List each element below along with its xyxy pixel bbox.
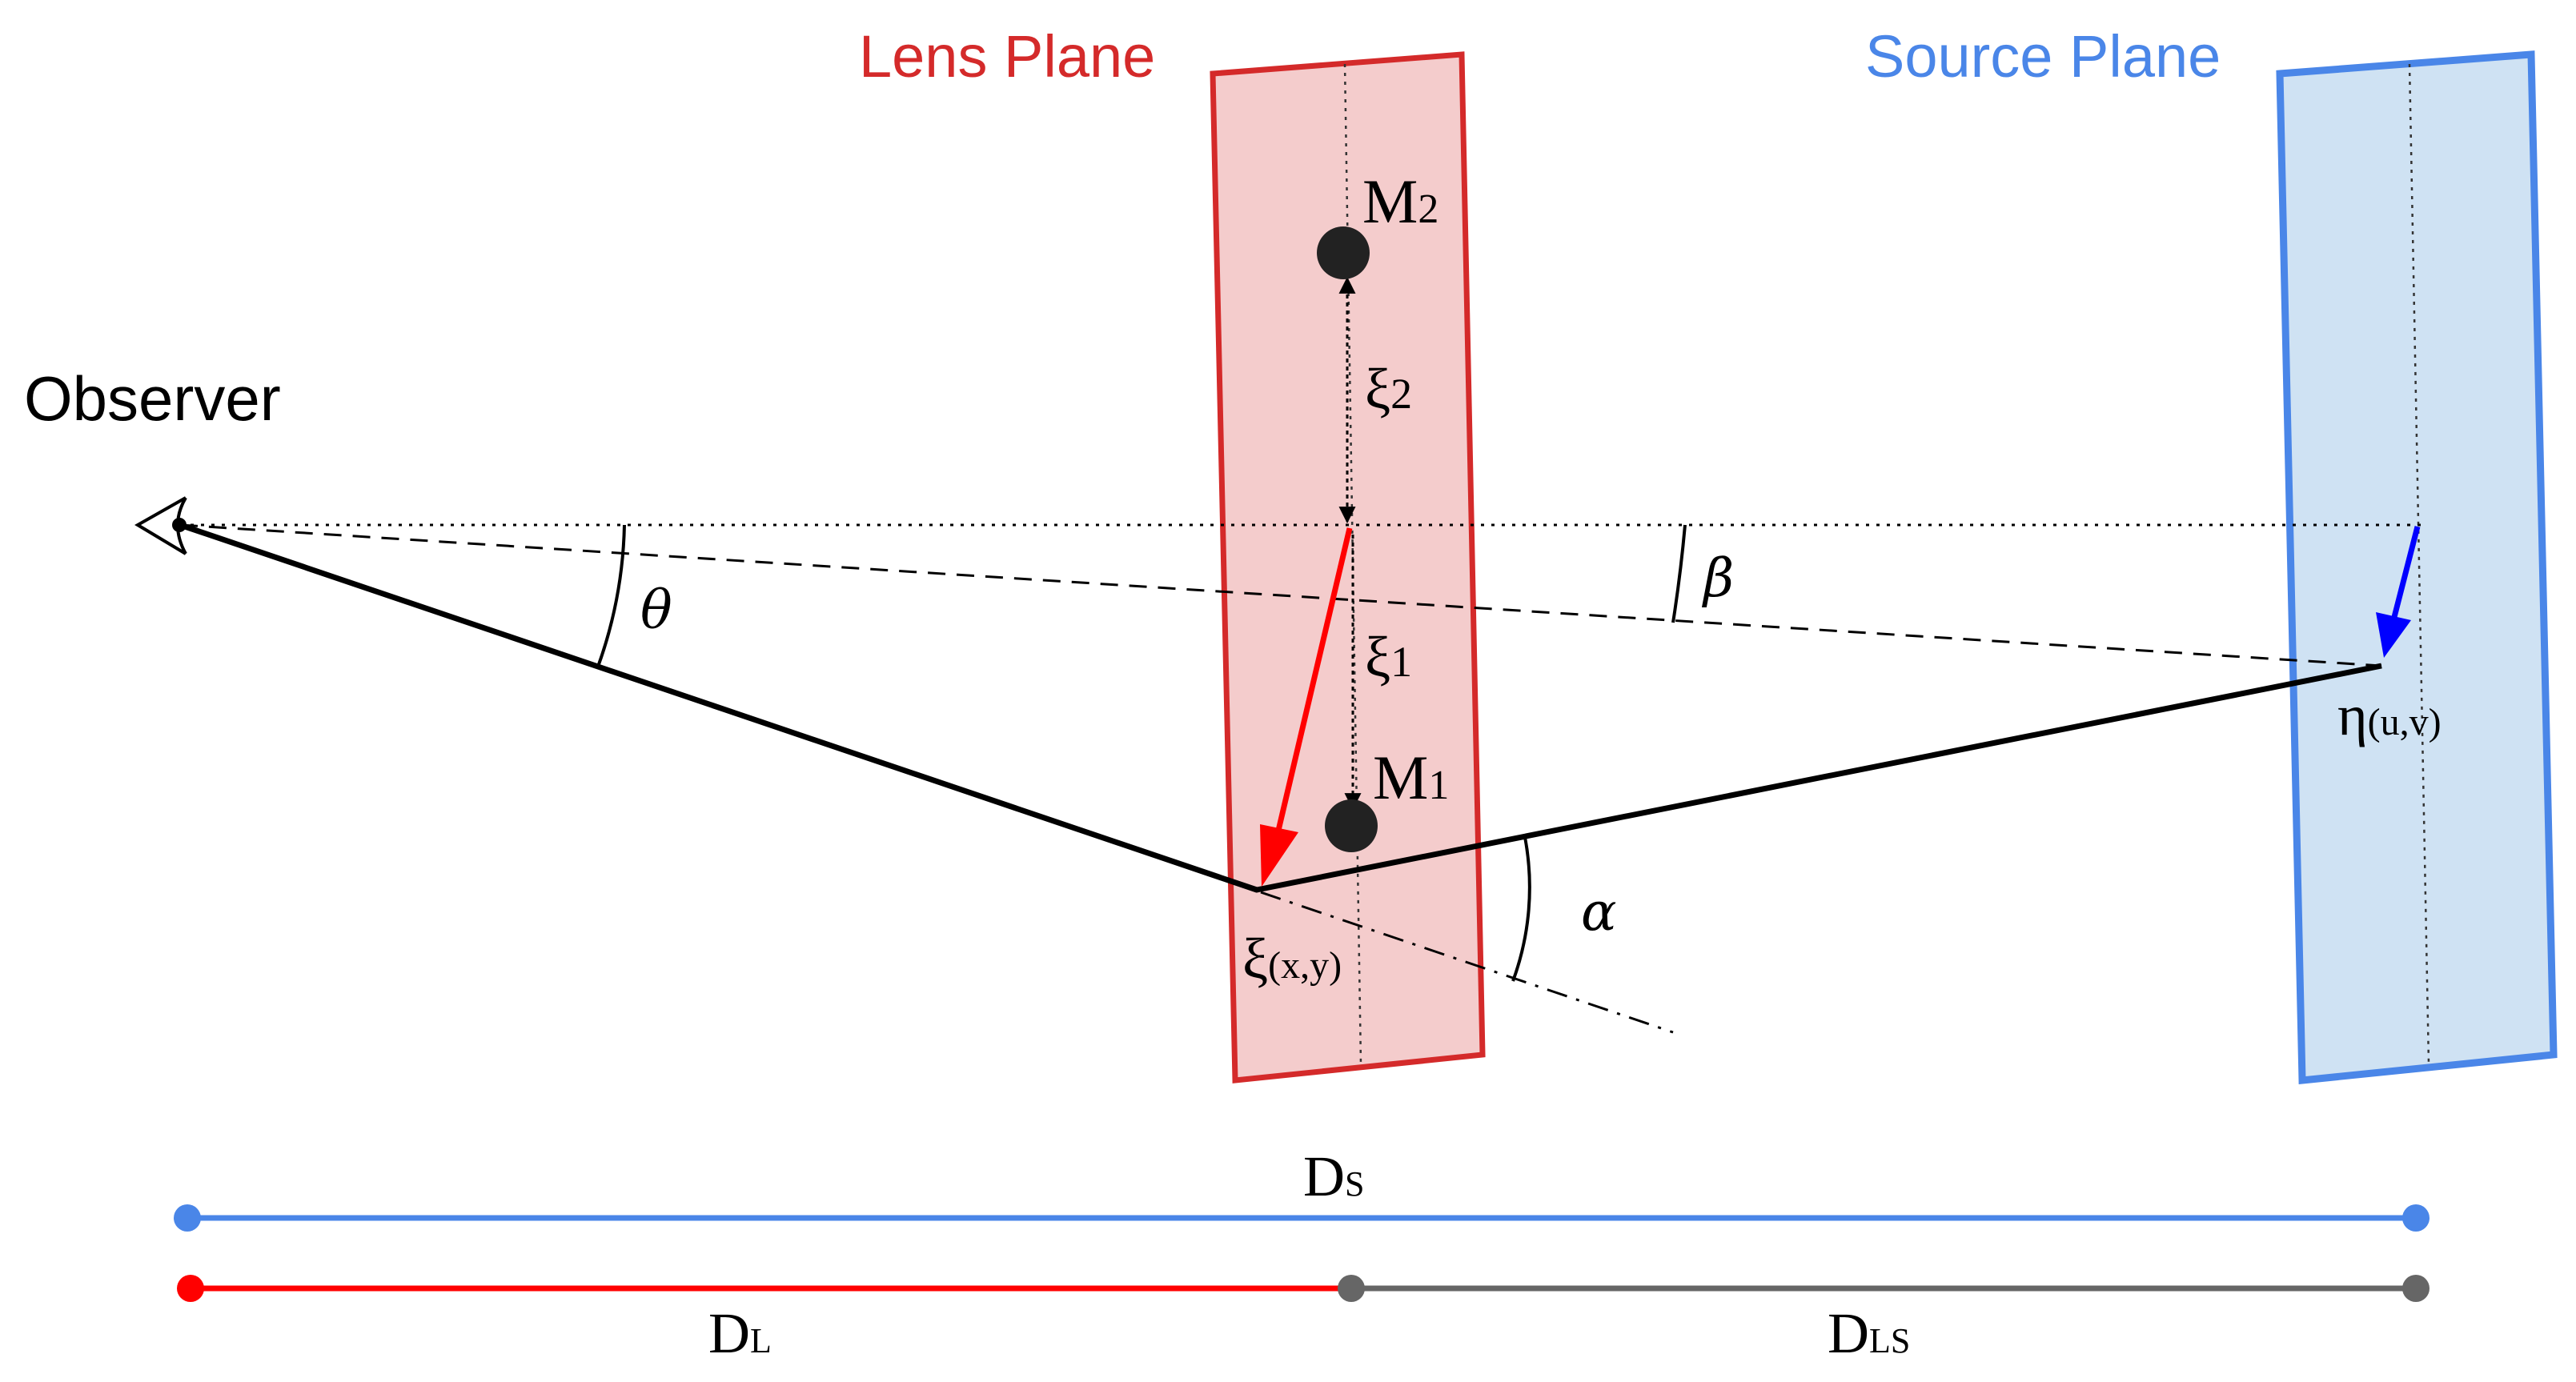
- dls-label: DLS: [1828, 1301, 1910, 1365]
- source-plane-label: Source Plane: [1865, 23, 2221, 90]
- dls-end-dot: [2402, 1275, 2430, 1302]
- deflection-extension-line: [1260, 891, 1674, 1034]
- ds-start-dot: [174, 1204, 201, 1232]
- ds-label: DS: [1303, 1144, 1364, 1208]
- beta-arc: [1671, 524, 1687, 623]
- light-path: [179, 522, 2382, 893]
- alpha-arc: [1511, 836, 1531, 982]
- alpha-label: α: [1581, 881, 1617, 943]
- xi2-label: ξ2: [1365, 357, 1412, 421]
- mass-m2: [1317, 226, 1370, 279]
- blue-arrowhead: [2376, 612, 2411, 658]
- beta-label: β: [1701, 547, 1734, 609]
- dl-dls-split-dot: [1338, 1275, 1365, 1302]
- red-arrowhead: [1260, 824, 1298, 887]
- m1-label: M1: [1373, 743, 1449, 812]
- observer-source-line: [179, 523, 2382, 667]
- ds-end-dot: [2402, 1204, 2430, 1232]
- source-plane-panel: [2276, 50, 2558, 1084]
- red-deflection-arrow: [1274, 527, 1353, 835]
- blue-source-arrow: [2390, 526, 2421, 621]
- theta-arc: [596, 524, 626, 667]
- dl-label: DL: [708, 1301, 772, 1365]
- observer-label: Observer: [24, 363, 281, 434]
- theta-label: θ: [640, 579, 672, 641]
- eye-icon: [134, 496, 187, 555]
- xi-xy-label: ξ(x,y): [1242, 927, 1342, 991]
- dl-start-dot: [177, 1275, 204, 1302]
- mass-m1: [1325, 799, 1378, 852]
- xi1-label: ξ1: [1365, 625, 1412, 689]
- eta-uv-label: η(u,v): [2337, 683, 2442, 747]
- m2-label: M2: [1362, 166, 1438, 236]
- lens-plane-label: Lens Plane: [859, 23, 1155, 90]
